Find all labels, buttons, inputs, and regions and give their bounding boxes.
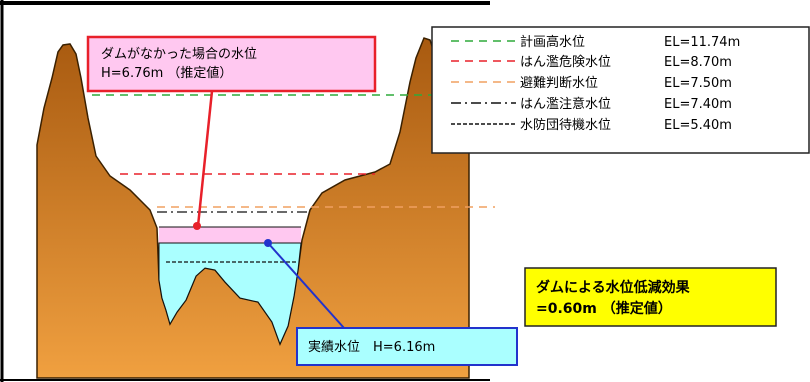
legend-label-3: はん濫注意水位 [520,96,611,112]
no-dam-callout-pointer [196,90,214,227]
reduction-effect-box-bg [524,267,777,327]
legend-label-0: 計画高水位 [520,34,585,50]
no-dam-callout-line1: ダムがなかった場合の水位 [101,47,257,62]
actual-level-callout: 実績水位 H=6.16m [264,239,518,366]
reduction-effect-line1: ダムによる水位低減効果 [536,279,691,296]
legend-elevation-4: EL=5.40m [664,118,732,133]
no-dam-water-level-band [159,227,301,243]
no-dam-callout-box [86,35,377,93]
no-dam-callout-line2: H=6.76m （推定値） [101,65,232,81]
actual-level-callout-dot [264,239,272,247]
legend-box [431,26,810,154]
legend-elevation-2: EL=7.50m [664,76,732,91]
actual-level-callout-box [296,327,518,366]
legend-label-4: 水防団待機水位 [520,117,611,133]
actual-level-callout-pointer [267,242,345,329]
legend-elevation-3: EL=7.40m [664,97,732,112]
legend-elevation-1: EL=8.70m [664,55,732,70]
legend-label-2: 避難判断水位 [520,76,598,91]
actual-water-area [158,242,302,346]
no-dam-callout-dot [193,222,201,230]
legend-elevation-0: EL=11.74m [664,35,740,50]
reduction-effect-line2: =0.60m （推定値） [536,300,672,317]
actual-level-callout-text: 実績水位 H=6.16m [308,339,435,355]
reduction-effect-box: ダムによる水位低減効果 =0.60m （推定値） [524,267,777,327]
no-dam-callout: ダムがなかった場合の水位 H=6.76m （推定値） [86,35,377,230]
legend: 計画高水位 EL=11.74m はん濫危険水位 EL=8.70m 避難判断水位 EL=7.… [431,26,810,154]
legend-label-1: はん濫危険水位 [520,55,611,70]
